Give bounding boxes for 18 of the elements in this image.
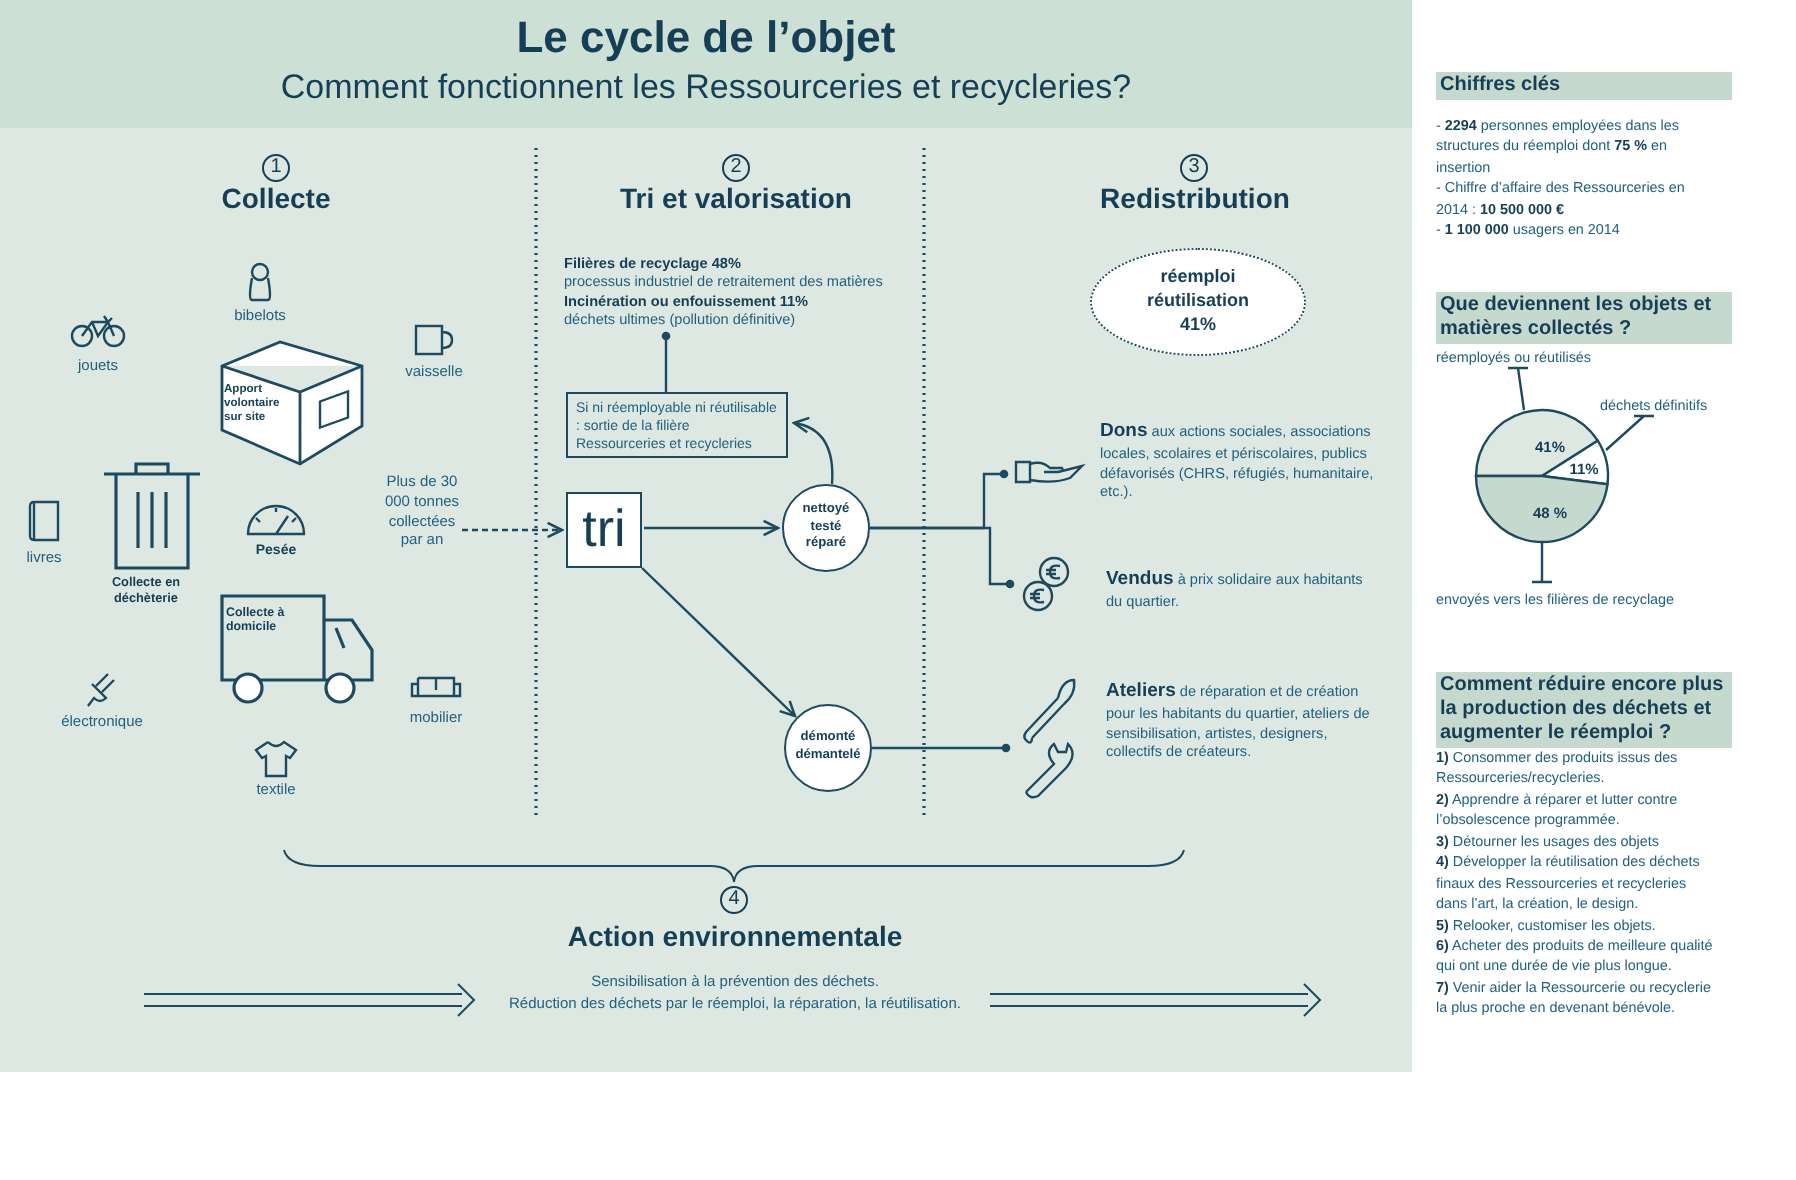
subtitle: Comment fonctionnent les Ressourceries et recycleries?: [278, 68, 1134, 109]
step-number: 2: [722, 154, 750, 182]
arrow: [792, 417, 834, 485]
chart-title: Que deviennent les objets et matières collectés ?: [1436, 292, 1732, 344]
process-box: tri: [566, 492, 642, 568]
section-heading: Tri et valorisation: [618, 182, 854, 216]
section-heading: Action environnementale: [565, 920, 905, 954]
arrow: [462, 521, 564, 539]
section-heading: Collecte: [219, 182, 333, 216]
title: Le cycle de l’objet: [514, 12, 898, 64]
arrow: [641, 567, 797, 718]
arrow: [644, 519, 780, 537]
step-number: 1: [262, 154, 290, 182]
sidebar-heading: Chiffres clés: [1436, 72, 1732, 100]
step-number: 4: [720, 886, 748, 914]
step-number: 3: [1180, 154, 1208, 182]
section-heading: Redistribution: [1098, 182, 1292, 216]
sidebar-heading: Comment réduire encore plus la production des déchets et augmenter le réemploi ?: [1436, 672, 1732, 748]
